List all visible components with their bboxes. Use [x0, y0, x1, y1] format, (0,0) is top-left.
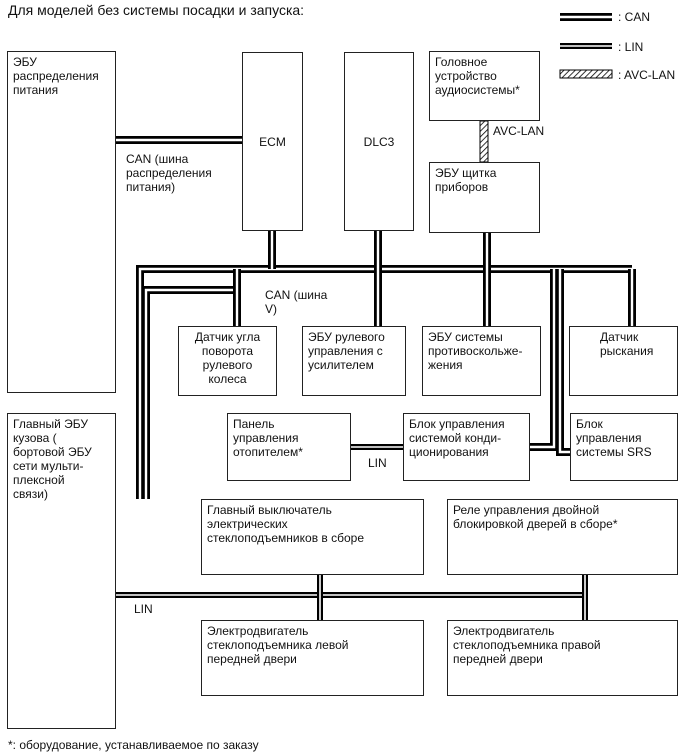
avc-lan-label: AVC-LAN: [493, 124, 545, 138]
left-window-motor-box: Электродвигатель стеклоподъемника левой …: [201, 620, 424, 696]
legend-can-label: : CAN: [618, 10, 651, 24]
lin-ac-label: LIN: [368, 456, 387, 470]
ecm-label: ECM: [259, 134, 286, 149]
heater-control-panel-box: Панель управления отопителем*: [227, 413, 351, 481]
dlc3-box: DLC3: [344, 52, 414, 231]
srs-branch-gap: [558, 290, 570, 454]
right-window-motor-box: Электродвигатель стеклоподъемника правой…: [447, 620, 678, 696]
can-v-trunk-gap: [138, 267, 632, 499]
ac-branch-gap: [530, 269, 556, 449]
power-distribution-ecu-box: ЭБУ распределения питания: [7, 51, 116, 393]
double-lock-relay-box: Реле управления двойной блокировкой двер…: [447, 499, 678, 575]
avc-lan-line: [479, 120, 489, 163]
footnote: *: оборудование, устанавливаемое по зака…: [8, 738, 259, 752]
can-power-bus-label: CAN (шина распределения питания): [126, 152, 212, 194]
steering-angle-sensor-box: Датчик угла поворота рулевого колеса: [178, 326, 277, 396]
legend-avc-lan-sample: [559, 69, 613, 79]
yaw-rate-sensor-box: Датчик рыскания: [569, 326, 678, 396]
can-v-bus-label: CAN (шина V): [265, 288, 328, 316]
lin-body-label: LIN: [134, 602, 153, 616]
dlc3-label: DLC3: [363, 134, 395, 149]
air-conditioning-amplifier-box: Блок управления системой конди- циониров…: [403, 413, 530, 481]
skid-control-ecu-box: ЭБУ системы противоскольже- жения: [422, 326, 541, 396]
audio-head-unit-box: Головное устройство аудиосистемы*: [429, 51, 540, 121]
eps-ecu-box: ЭБУ рулевого управления с усилителем: [302, 326, 406, 396]
power-window-master-switch-box: Главный выключатель электрических стекло…: [201, 499, 424, 575]
diagram-title: Для моделей без системы посадки и запуск…: [8, 2, 305, 18]
legend-avc-lan-label: : AVC-LAN: [618, 68, 676, 82]
srs-airbag-ecu-box: Блок управления системы SRS: [570, 413, 678, 481]
meter-ecu-box: ЭБУ щитка приборов: [429, 162, 540, 233]
legend-lin-label: : LIN: [618, 40, 644, 54]
ecm-box: ECM: [242, 52, 303, 231]
main-body-ecu-box: Главный ЭБУ кузова ( бортовой ЭБУ сети м…: [7, 413, 116, 729]
